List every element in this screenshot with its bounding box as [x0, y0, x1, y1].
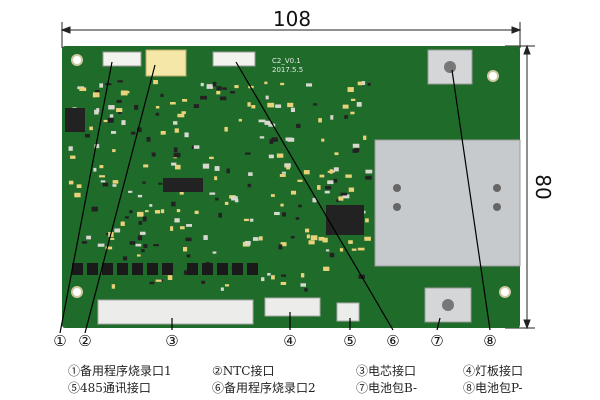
- mosfet: [102, 263, 113, 275]
- callout-8: ⑧: [483, 332, 496, 350]
- leader-lines: [59, 61, 491, 334]
- mosfet: [132, 263, 143, 275]
- board-date-label: 2017.5.5: [272, 66, 303, 74]
- width-label: 108: [273, 7, 311, 31]
- mosfet: [247, 263, 258, 275]
- callout-6: ⑥: [386, 332, 399, 350]
- connector-2: [145, 49, 187, 77]
- mosfet: [87, 263, 98, 275]
- connector-1: [102, 51, 142, 67]
- height-dimension: [505, 44, 535, 330]
- heatsink: [374, 139, 521, 267]
- mosfet: [202, 263, 213, 275]
- callout-1: ①: [53, 332, 66, 350]
- legend-item-1: ①备用程序烧录口1: [68, 364, 172, 378]
- callout-3: ③: [165, 332, 178, 350]
- mosfet: [217, 263, 228, 275]
- connector-6: [212, 51, 256, 67]
- legend-item-6: ⑥备用程序烧录口2: [212, 381, 316, 395]
- legend-item-5: ⑤485通讯接口: [68, 381, 151, 395]
- callout-2: ②: [78, 332, 91, 350]
- callout-7: ⑦: [430, 332, 443, 350]
- mounting-holes: [71, 54, 511, 298]
- mosfet: [187, 263, 198, 275]
- mosfet: [72, 263, 83, 275]
- connector-3: [97, 299, 254, 325]
- legend-item-7: ⑦电池包B-: [356, 381, 418, 395]
- board-version-label: C2_V0.1: [272, 57, 301, 65]
- connector-4: [264, 297, 321, 317]
- mosfet: [147, 263, 158, 275]
- mosfet: [162, 263, 173, 275]
- callout-5: ⑤: [343, 332, 356, 350]
- mosfet: [117, 263, 128, 275]
- width-dimension: [60, 22, 522, 48]
- mosfet: [232, 263, 243, 275]
- legend-item-2: ②NTC接口: [212, 364, 275, 378]
- mosfet-row: [72, 263, 258, 275]
- legend-item-8: ⑧电池包P-: [463, 381, 523, 395]
- legend-item-3: ③电芯接口: [356, 364, 417, 378]
- connector-5: [336, 302, 360, 322]
- height-label: 80: [531, 174, 555, 199]
- legend-item-4: ④灯板接口: [463, 364, 524, 378]
- callout-4: ④: [283, 332, 296, 350]
